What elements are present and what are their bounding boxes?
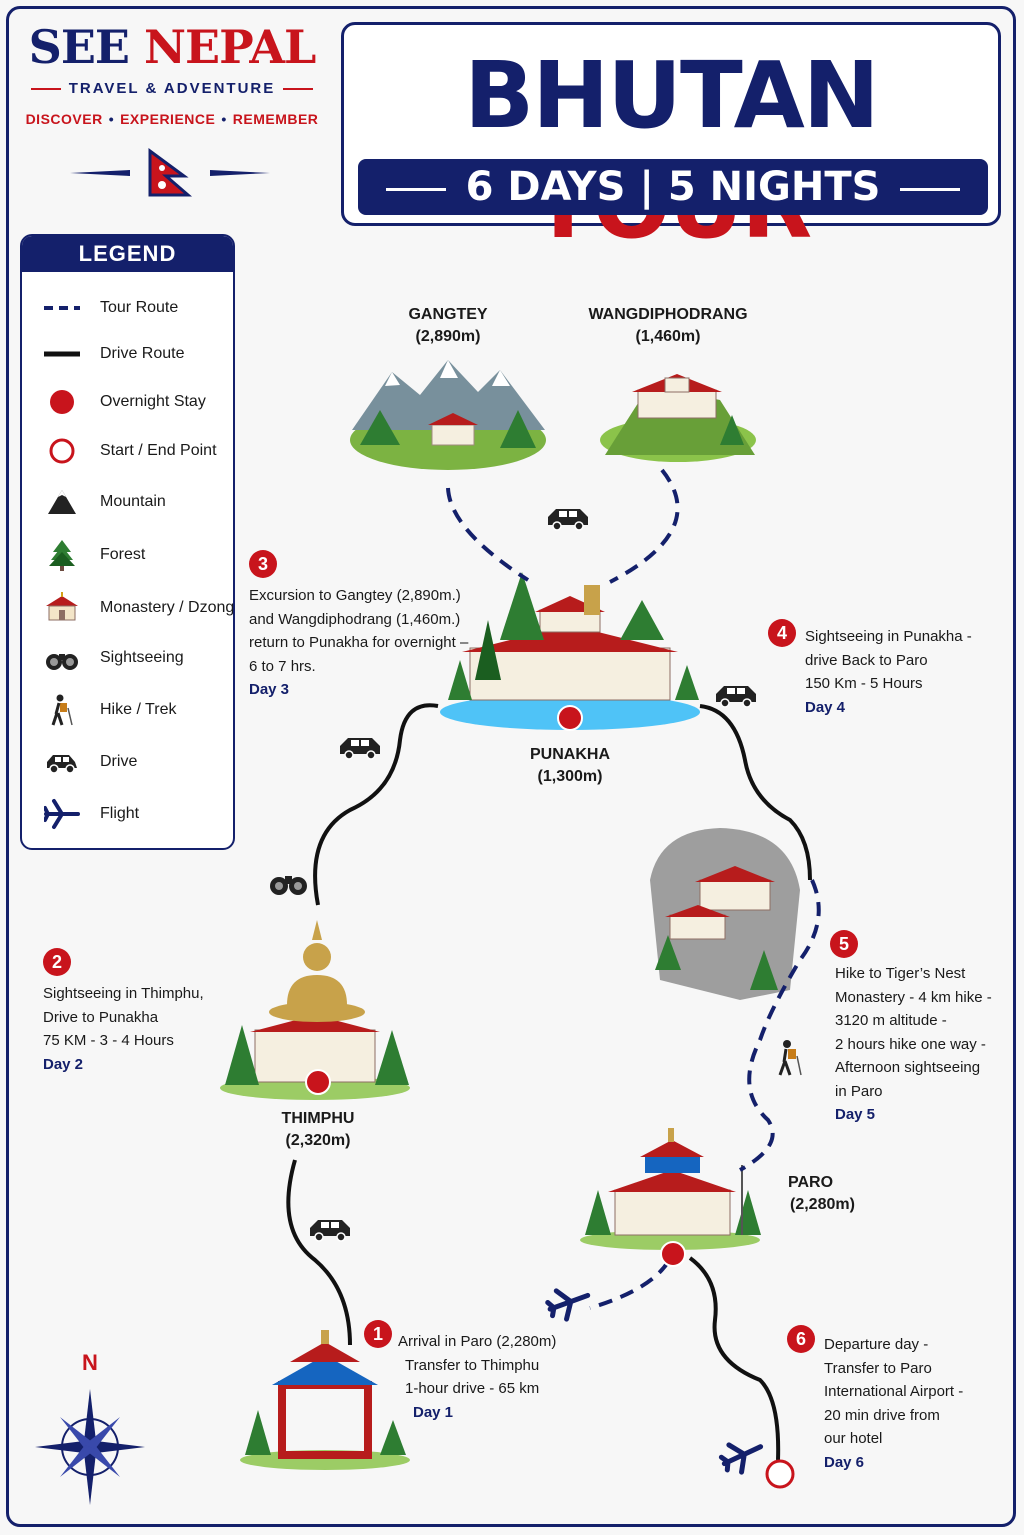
brand-name-nepal: NEPAL [143, 20, 316, 74]
legend-item-drive-route: Drive Route [22, 334, 233, 374]
legend-item-drive: Drive [22, 742, 233, 782]
paro-overnight-dot[interactable] [660, 1241, 686, 1267]
day-note-3: Excursion to Gangtey (2,890m.) and Wangd… [249, 587, 469, 698]
day-note-1: Arrival in Paro (2,280m) Transfer to Thi… [398, 1333, 557, 1421]
legend-item-start-end: Start / End Point [22, 431, 233, 471]
paro-illustration [580, 1128, 761, 1250]
red-ring-icon [49, 438, 75, 464]
legend-item-overnight-stay: Overnight Stay [22, 382, 233, 422]
legend-item-tour-route: Tour Route [22, 288, 233, 328]
brand-logo: SEE NEPAL [22, 22, 322, 72]
legend-item-sightseeing: Sightseeing [22, 638, 233, 678]
legend-heading: LEGEND [22, 236, 233, 272]
compass-rose-icon [35, 1389, 145, 1505]
gangtey-illustration [350, 360, 546, 470]
place-label-thimphu[interactable]: THIMPHU (2,320m) [281, 1110, 355, 1149]
car-icon [310, 1220, 350, 1242]
hiker-icon [51, 694, 73, 726]
car-icon [716, 686, 756, 708]
car-icon [47, 755, 77, 774]
day-note-6: Departure day - Transfer to Paro Interna… [824, 1336, 964, 1471]
place-label-wangdiphodrang[interactable]: WANGDIPHODRANG (1,460m) [588, 306, 748, 345]
dashed-line-icon [44, 306, 80, 310]
day-badge-4: 4 [768, 619, 796, 647]
legend-item-flight: Flight [22, 794, 233, 834]
legend-item-monastery: Monastery / Dzong [22, 588, 233, 628]
day-note-4: Sightseeing in Punakha - drive Back to P… [805, 628, 972, 716]
mountain-icon [48, 490, 76, 514]
legend-item-forest: Forest [22, 535, 233, 575]
end-point-ring[interactable] [765, 1459, 795, 1489]
hiker-icon [778, 1040, 802, 1076]
tree-icon [49, 540, 75, 571]
brand-name-see: SEE [28, 20, 130, 74]
day-note-5: Hike to Tiger’s Nest Monastery - 4 km hi… [835, 965, 992, 1123]
legend-item-mountain: Mountain [22, 482, 233, 522]
route-tigers-nest-hike [739, 879, 821, 1172]
legend: LEGEND Tour Route Drive Route Overnight … [20, 234, 235, 850]
place-label-gangtey[interactable]: GANGTEY (2,890m) [408, 306, 488, 345]
day-badge-2: 2 [43, 948, 71, 976]
place-label-paro[interactable]: PARO (2,280m) [788, 1174, 855, 1213]
red-dot-icon [50, 390, 74, 414]
route-wangdi-punakha [609, 468, 680, 584]
route-gangtey-punakha [446, 487, 530, 582]
route-flight-arrival [589, 1260, 670, 1310]
solid-line-icon [44, 351, 80, 357]
car-icon [548, 509, 588, 531]
page-frame [6, 6, 1016, 1527]
route-paro-airport [688, 1256, 781, 1461]
day-badge-1: 1 [364, 1320, 392, 1348]
duration-banner: 6 DAYS | 5 NIGHTS [358, 159, 988, 215]
plane-icon [718, 1442, 764, 1475]
day-badge-3: 3 [249, 550, 277, 578]
route-paro-thimphu [286, 1159, 352, 1346]
brand-slogan: DISCOVER•EXPERIENCE•REMEMBER [25, 111, 319, 127]
route-thimphu-punakha [313, 703, 439, 906]
binoculars-icon [46, 654, 78, 670]
car-icon [340, 738, 380, 760]
day-note-2: Sightseeing in Thimphu, Drive to Punakha… [43, 985, 204, 1073]
plane-icon [545, 1288, 591, 1322]
place-label-punakha[interactable]: PUNAKHA (1,300m) [530, 746, 610, 785]
day-badge-5: 5 [830, 930, 858, 958]
day-badge-6: 6 [787, 1325, 815, 1353]
monastery-icon [46, 592, 78, 621]
paro-gate-illustration [240, 1330, 410, 1470]
legend-item-hike: Hike / Trek [22, 690, 233, 730]
plane-icon [44, 799, 80, 829]
binoculars-icon [270, 876, 307, 895]
nepal-flag-icon [70, 148, 270, 197]
compass-north-label: N [82, 1350, 98, 1375]
title-box: BHUTAN TOUR 6 DAYS | 5 NIGHTS [341, 22, 1001, 259]
punakha-overnight-dot[interactable] [557, 705, 583, 731]
brand-block: SEE NEPAL TRAVEL & ADVENTURE DISCOVER•EX… [22, 22, 322, 127]
thimphu-overnight-dot[interactable] [305, 1069, 331, 1095]
tigers-nest-illustration [650, 828, 800, 1000]
wangdi-illustration [600, 374, 756, 462]
brand-tagline: TRAVEL & ADVENTURE [22, 80, 322, 97]
route-punakha-paro-drive [699, 704, 812, 881]
